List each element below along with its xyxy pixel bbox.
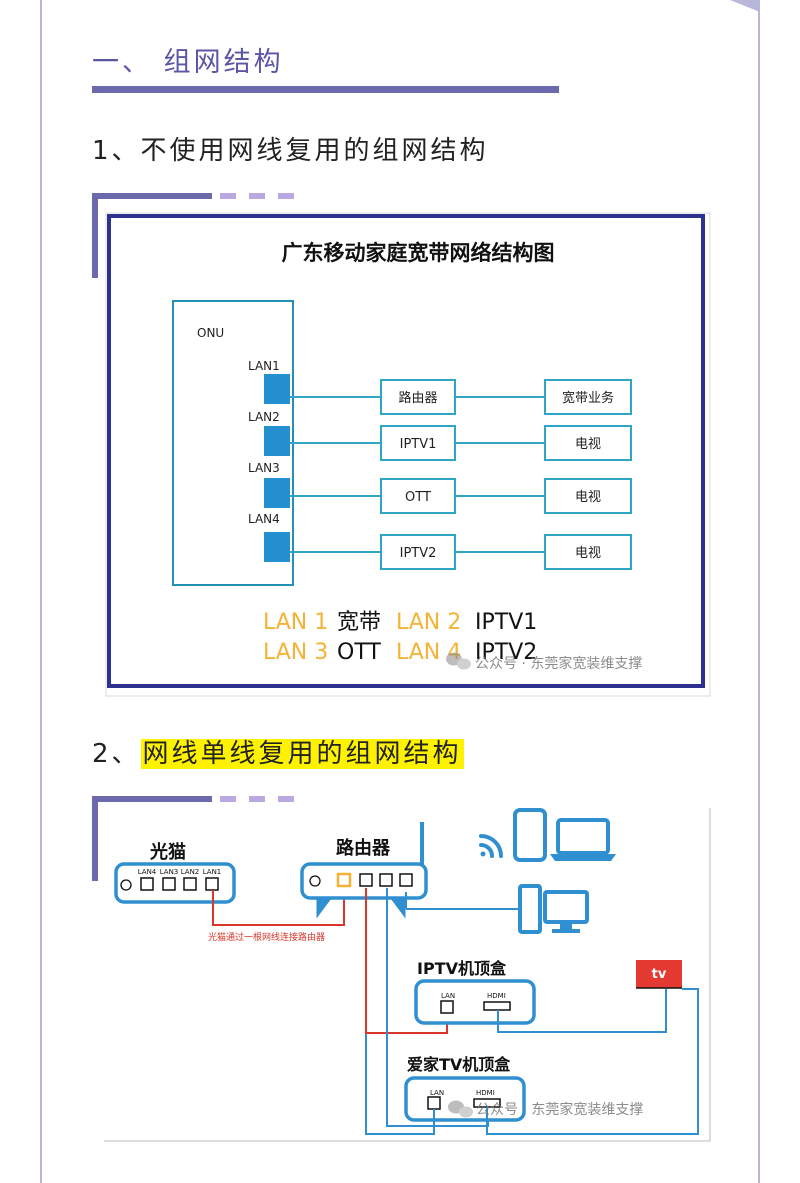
modem-port-label: LAN2 <box>181 868 200 876</box>
subheading-1: 1、不使用网线复用的组网结构 <box>92 136 489 166</box>
iptv-hdmi-port <box>483 1001 511 1011</box>
legend-lan2-val: IPTV1 <box>475 610 537 635</box>
router-lan-port <box>399 873 413 887</box>
watermark-2: 公众号 · 东莞家宽装维支撑 <box>476 1101 643 1118</box>
iptv-lan-port <box>440 1000 454 1014</box>
onu-label: ONU <box>197 326 224 340</box>
onu-port-label: LAN1 <box>248 359 280 373</box>
right-box <box>544 379 632 415</box>
right-box-label: 电视 <box>575 490 601 505</box>
middle-box-label: IPTV2 <box>400 546 437 561</box>
modem-port-label: LAN1 <box>203 868 222 876</box>
router-title: 路由器 <box>336 837 391 859</box>
router-wan-port <box>336 872 352 888</box>
middle-box <box>380 425 456 461</box>
phone-icon <box>513 808 547 862</box>
aijia-hdmi-label: HDMI <box>476 1089 495 1097</box>
watermark-1: 公众号 · 东莞家宽装维支撑 <box>475 655 642 672</box>
bracket-dash <box>220 193 236 199</box>
bracket-left-2 <box>92 796 98 881</box>
right-box <box>544 534 632 570</box>
onu-port-label: LAN2 <box>248 410 280 424</box>
modem-port <box>205 877 219 891</box>
right-box-label: 宽带业务 <box>562 390 614 406</box>
red-note: 光猫通过一根网线连接路由器 <box>208 931 325 943</box>
onu-port <box>264 532 290 562</box>
tv-icon <box>636 960 682 988</box>
router-lan-port <box>379 873 393 887</box>
iptv-hdmi-label: HDMI <box>487 992 506 1000</box>
onu-port <box>264 478 290 508</box>
bracket-dash <box>220 796 236 802</box>
bracket-top-2 <box>92 796 212 802</box>
middle-box-label: IPTV1 <box>400 437 437 452</box>
onu-port <box>264 374 290 404</box>
bracket-dash <box>278 193 294 199</box>
onu-port <box>264 426 290 456</box>
router-indicator <box>309 875 321 887</box>
router-feet <box>316 897 406 919</box>
middle-box-label: 路由器 <box>398 390 437 406</box>
right-box <box>544 478 632 514</box>
wechat-icon <box>446 652 471 670</box>
page-corner <box>730 0 760 12</box>
tv-label: tv <box>652 967 667 982</box>
iptv-box <box>414 979 536 1025</box>
wifi-icon <box>479 834 503 858</box>
legend-lan1-val: 宽带 <box>337 610 381 635</box>
bracket-left-1 <box>92 193 98 278</box>
right-box <box>544 425 632 461</box>
aijia-lan-label: LAN <box>430 1089 444 1097</box>
heading-underline <box>92 86 559 93</box>
bracket-dash <box>249 193 265 199</box>
modem-port <box>162 877 176 891</box>
legend-lan4-val: IPTV2 <box>475 640 537 665</box>
bracket-dash <box>278 796 294 802</box>
desktop-icon <box>518 884 589 934</box>
wechat-icon <box>448 1100 473 1118</box>
legend-lan3-key: LAN 3 <box>263 640 328 665</box>
legend-lan1-key: LAN 1 <box>263 610 328 635</box>
aijia-box-title: 爱家TV机顶盒 <box>407 1055 511 1074</box>
onu-port-label: LAN3 <box>248 461 280 475</box>
aijia-lan-port <box>427 1096 441 1110</box>
bracket-top-1 <box>92 193 212 199</box>
laptop-icon <box>550 818 616 861</box>
right-box-label: 电视 <box>575 437 601 452</box>
right-box-label: 电视 <box>575 546 601 561</box>
modem-port <box>140 877 154 891</box>
bracket-dash <box>249 796 265 802</box>
page-frame-right <box>758 0 760 1183</box>
modem-port-label: LAN4 <box>138 868 157 876</box>
subheading-2-highlight: 网线单线复用的组网结构 <box>140 739 464 769</box>
iptv-lan-label: LAN <box>441 992 455 1000</box>
modem-indicator <box>120 879 132 891</box>
middle-box-label: OTT <box>405 490 431 505</box>
modem-port-label: LAN3 <box>160 868 179 876</box>
iptv-box-title: IPTV机顶盒 <box>417 959 507 978</box>
modem-title: 光猫 <box>149 841 186 863</box>
subheading-2: 2、网线单线复用的组网结构 <box>92 733 464 770</box>
page-frame-left <box>40 0 42 1183</box>
diagram1-title: 广东移动家庭宽带网络结构图 <box>282 241 555 265</box>
modem-port <box>183 877 197 891</box>
onu-port-label: LAN4 <box>248 512 280 526</box>
subheading-2-prefix: 2、 <box>92 739 141 769</box>
legend-lan2-key: LAN 2 <box>396 610 461 635</box>
legend-lan3-val: OTT <box>337 640 381 665</box>
router-lan-port <box>359 873 373 887</box>
section-heading: 一、 组网结构 <box>92 47 284 78</box>
